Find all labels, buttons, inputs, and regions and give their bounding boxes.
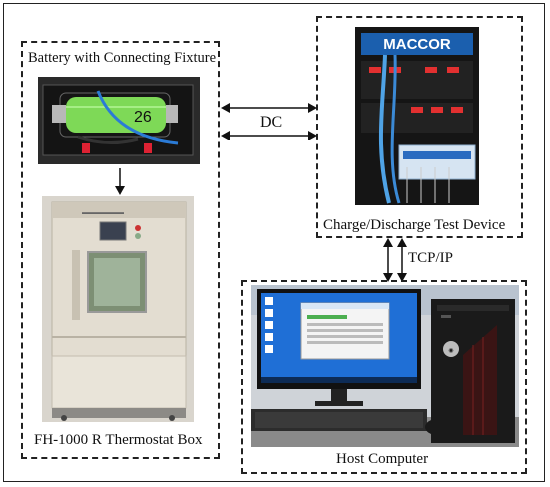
- battery-photo: 26: [38, 77, 200, 164]
- host-computer-label: Host Computer: [336, 451, 429, 467]
- dc-label: DC: [260, 114, 283, 131]
- svg-text:◉: ◉: [448, 348, 453, 354]
- svg-text:▬▬▬▬▬▬▬: ▬▬▬▬▬▬▬: [82, 210, 124, 216]
- thermostat-photo: ▬▬▬▬▬▬▬: [42, 196, 194, 422]
- arrow-battery-to-thermostat: [115, 168, 125, 195]
- host-computer-photo: ◉: [251, 285, 519, 447]
- thermostat-label: FH-1000 R Thermostat Box: [34, 432, 203, 448]
- figure-frame: [3, 3, 545, 482]
- charge-device-label: Charge/Discharge Test Device: [323, 217, 506, 233]
- host-computer-group: [241, 280, 527, 474]
- maccor-logo: MACCOR: [383, 36, 451, 53]
- battery-label: Battery with Connecting Fixture: [28, 50, 217, 66]
- battery-thermostat-group: [21, 41, 220, 459]
- dc-double-arrow: [221, 103, 317, 140]
- battery-mark: 26: [134, 109, 152, 126]
- maccor-photo: MACCOR: [355, 27, 479, 205]
- tcpip-double-arrow: [383, 238, 407, 282]
- tcpip-label: TCP/IP: [408, 250, 454, 266]
- charge-device-group: [316, 16, 523, 238]
